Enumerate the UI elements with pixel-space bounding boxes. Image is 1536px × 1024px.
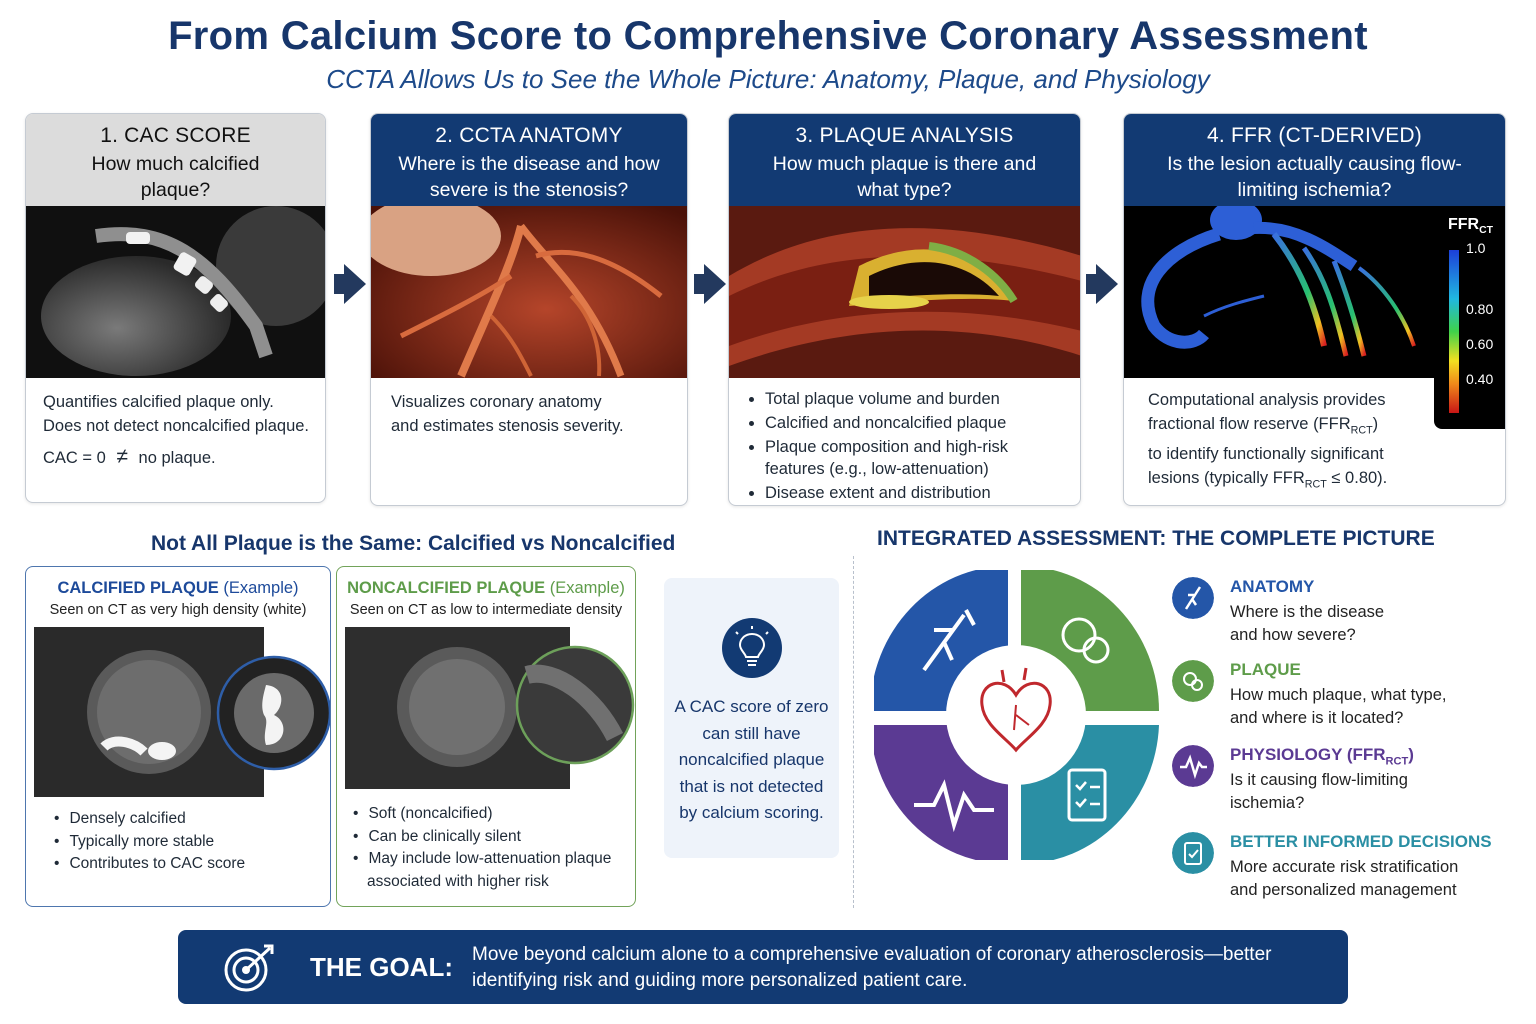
ffr-color-scale: FFRCT 1.0 0.80 0.60 0.40 [1434, 206, 1505, 429]
heart-render-image [371, 206, 687, 378]
panel-plaque-analysis: 3. PLAQUE ANALYSIS How much plaque is th… [728, 113, 1081, 506]
arrow-right-icon [1096, 264, 1118, 304]
noncalcified-plaque-card: NONCALCIFIED PLAQUE (Example) Seen on CT… [336, 566, 636, 907]
panel-question: How much plaque is there and what type? [772, 153, 1037, 201]
page-subtitle: CCTA Allows Us to See the Whole Picture:… [326, 64, 1210, 94]
panel-text: Quantifies calcified plaque only. Does n… [26, 378, 325, 482]
panel-question: Where is the disease and how severe is t… [398, 153, 660, 201]
legend-title: PLAQUE [1230, 660, 1301, 679]
noncalcified-list: Soft (noncalcified) Can be clinically si… [353, 803, 623, 893]
panel-heading: 2. CCTA ANATOMY [435, 124, 623, 147]
legend-title: PHYSIOLOGY (FFRRCT) [1230, 745, 1414, 768]
panel-cac-score: 1. CAC SCORE How much calcified plaque? … [25, 113, 326, 503]
panel-ffr-ct: 4. FFR (CT-DERIVED) Is the lesion actual… [1123, 113, 1506, 506]
ffr-scale-label: FFRCT [1448, 216, 1493, 236]
list-item: Contributes to CAC score [54, 853, 245, 876]
integrated-quadrant-diagram [874, 570, 1159, 860]
plaque-icon [1172, 660, 1214, 702]
page-title: From Calcium Score to Comprehensive Coro… [168, 14, 1368, 58]
panel-question: How much calcified plaque? [91, 153, 260, 201]
ffr-tick: 1.0 [1466, 240, 1486, 256]
ffr-label-sub: CT [1479, 225, 1493, 237]
card-title: CALCIFIED PLAQUE (Example) [57, 579, 299, 597]
clipboard-check-icon [1172, 832, 1214, 874]
lightbulb-icon [722, 618, 782, 678]
list-item: Calcified and noncalcified plaque [765, 412, 1064, 434]
legend-title: ANATOMY [1230, 577, 1315, 596]
ffr-tick: 0.60 [1466, 336, 1494, 352]
plaque-section-heading: Not All Plaque is the Same: Calcified vs… [151, 532, 676, 555]
arrow-tail [1086, 274, 1098, 294]
legend-desc: Where is the disease and how severe? [1230, 603, 1385, 644]
calcified-list: Densely calcified Typically more stable … [54, 808, 245, 876]
panel-line: lesions (typically FFRRCT ≤ 0.80). [1148, 469, 1388, 491]
arrow-tail [334, 274, 346, 294]
list-item: Disease extent and distribution [765, 482, 1064, 504]
goal-text: Move beyond calcium alone to a comprehen… [472, 944, 1272, 991]
panel-ccta-anatomy: 2. CCTA ANATOMY Where is the disease and… [370, 113, 688, 506]
panel-header: 4. FFR (CT-DERIVED) Is the lesion actual… [1124, 114, 1505, 206]
ffr-tick: 0.80 [1466, 301, 1494, 317]
list-item: Densely calcified [54, 808, 245, 831]
legend-desc: How much plaque, what type, and where is… [1230, 686, 1447, 727]
list-item: Plaque composition and high-risk feature… [765, 436, 1064, 480]
eq-right: no plaque. [138, 449, 216, 467]
panel-line: Does not detect noncalcified plaque. [43, 417, 310, 435]
list-item: Typically more stable [54, 831, 245, 854]
vessel-tree-icon [1172, 577, 1214, 619]
section-divider [853, 556, 854, 908]
panel-heading: 1. CAC SCORE [100, 124, 251, 147]
legend-title: BETTER INFORMED DECISIONS [1230, 832, 1492, 851]
panel-line: and estimates stenosis severity. [391, 417, 624, 435]
panel-line: to identify functionally significant [1148, 445, 1384, 464]
panel-header: 2. CCTA ANATOMY Where is the disease and… [371, 114, 687, 206]
list-item: Soft (noncalcified) [353, 803, 623, 826]
panel-line: Quantifies calcified plaque only. [43, 393, 274, 411]
calcified-ct-image [34, 627, 330, 797]
calcified-plaque-card: CALCIFIED PLAQUE (Example) Seen on CT as… [25, 566, 331, 907]
target-icon [224, 944, 274, 992]
list-item: May include low-attenuation plaque assoc… [353, 848, 623, 893]
panel-line: Visualizes coronary anatomy [391, 393, 602, 411]
noncalcified-ct-image [345, 627, 635, 789]
goal-banner: THE GOAL: Move beyond calcium alone to a… [178, 930, 1348, 1004]
card-subtitle: Seen on CT as very high density (white) [49, 602, 307, 618]
panel-text: Visualizes coronary anatomy and estimate… [371, 378, 687, 450]
panel-line: fractional flow reserve (FFRRCT) [1148, 415, 1379, 437]
arrow-right-icon [344, 264, 366, 304]
goal-label: THE GOAL: [310, 952, 453, 982]
plaque-analysis-list: Total plaque volume and burden Calcified… [747, 388, 1064, 504]
panel-heading: 4. FFR (CT-DERIVED) [1207, 124, 1422, 147]
ffr-gradient-bar [1449, 250, 1459, 413]
panel-line: Computational analysis provides [1148, 391, 1386, 409]
panel-text: Computational analysis provides fraction… [1124, 378, 1505, 505]
note-text: A CAC score of zero can still have nonca… [674, 697, 829, 822]
cac-ct-image [26, 206, 325, 378]
cac-zero-note-card: A CAC score of zero can still have nonca… [664, 578, 839, 858]
vessel-cross-section-image [729, 206, 1080, 378]
ffr-label-text: FFR [1448, 216, 1480, 233]
panel-question: Is the lesion actually causing flow-limi… [1167, 153, 1462, 201]
legend-desc: Is it causing flow-limiting ischemia? [1230, 771, 1408, 812]
waveform-icon [1172, 745, 1214, 787]
list-item: Total plaque volume and burden [765, 388, 1064, 410]
card-title: NONCALCIFIED PLAQUE (Example) [347, 579, 625, 597]
integrated-heading: INTEGRATED ASSESSMENT: THE COMPLETE PICT… [877, 527, 1435, 550]
card-subtitle: Seen on CT as low to intermediate densit… [349, 602, 623, 618]
cac-equation: CAC = 0 ≠ no plaque. [43, 445, 309, 470]
legend-desc: More accurate risk stratification and pe… [1230, 858, 1459, 899]
ffr-tick: 0.40 [1466, 371, 1494, 387]
panel-header: 3. PLAQUE ANALYSIS How much plaque is th… [729, 114, 1080, 206]
eq-left: CAC = 0 [43, 449, 106, 467]
panel-text: Total plaque volume and burden Calcified… [729, 378, 1080, 505]
panel-heading: 3. PLAQUE ANALYSIS [795, 124, 1014, 147]
list-item: Can be clinically silent [353, 826, 623, 849]
arrow-right-icon [704, 264, 726, 304]
arrow-tail [694, 274, 706, 294]
panel-header: 1. CAC SCORE How much calcified plaque? [26, 114, 325, 206]
not-equal-symbol: ≠ [116, 445, 128, 468]
